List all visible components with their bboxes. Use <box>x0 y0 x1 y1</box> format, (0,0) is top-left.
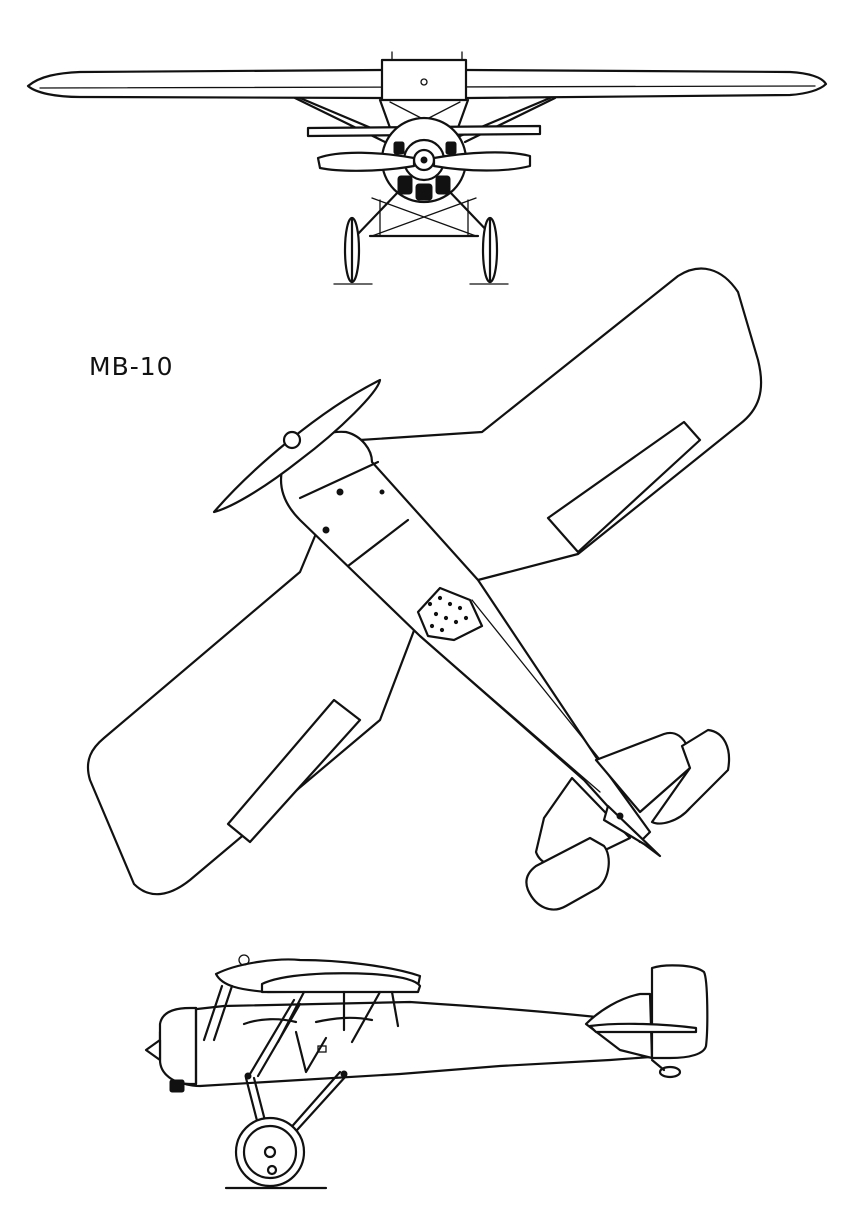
model-label: MB-10 <box>89 352 174 381</box>
plan-aileron-left <box>226 698 362 844</box>
front-wheel-right <box>481 216 499 284</box>
plan-aileron-right <box>546 420 702 554</box>
side-engine-cowl <box>158 1006 198 1086</box>
front-wheel-left <box>343 216 361 284</box>
plan-cockpit-dots <box>427 595 469 633</box>
front-propeller <box>316 151 416 172</box>
side-wing-struts <box>202 984 400 1078</box>
front-cabane <box>380 58 468 102</box>
plan-elevator-left <box>525 836 610 911</box>
plan-cockpit <box>416 586 484 642</box>
side-view <box>144 954 709 1190</box>
side-spinner <box>144 1038 162 1062</box>
side-cockpit <box>242 1016 374 1026</box>
plan-view <box>86 267 763 911</box>
front-view <box>26 51 828 285</box>
side-tailplane <box>588 1022 698 1034</box>
side-wheel <box>234 1116 306 1188</box>
side-exhaust <box>169 1079 185 1093</box>
front-engine-cylinders <box>393 141 457 201</box>
side-fuselage <box>158 1000 666 1088</box>
plan-spinner <box>282 430 302 450</box>
side-rudder <box>650 964 709 1060</box>
plan-elevator-right <box>650 728 731 825</box>
side-tailskid <box>658 1065 682 1079</box>
